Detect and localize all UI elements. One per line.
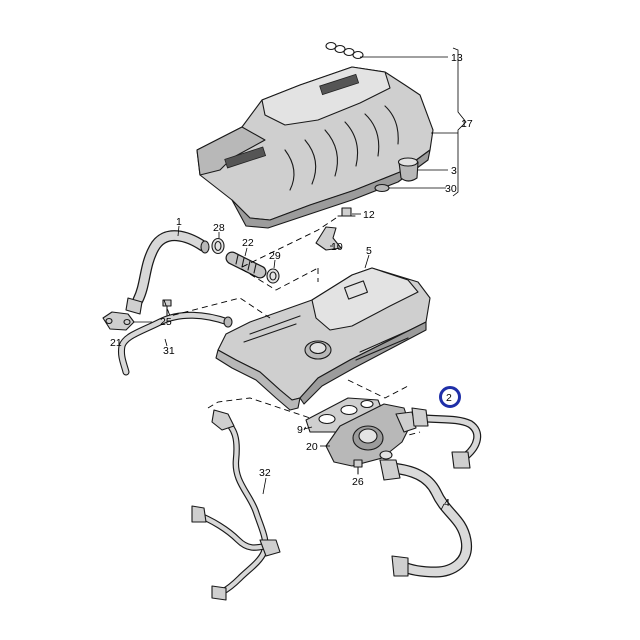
- callout-labels: 13 17 3 30 12 10 1 28 22 29 5 25 21 31 2…: [110, 52, 473, 509]
- callout-25: 25: [160, 316, 172, 328]
- part-1-breather-hose: [125, 230, 210, 315]
- callout-10: 10: [331, 241, 343, 253]
- engine-cover: [196, 66, 434, 229]
- part-22-hose: [225, 251, 267, 279]
- callout-1: 1: [176, 216, 182, 228]
- part-21-flange: [102, 311, 135, 331]
- logo-badge-front: [224, 146, 267, 169]
- part-20-oil-separator: [325, 403, 417, 467]
- bracket-17: [452, 47, 467, 197]
- part-10-bracket: [315, 226, 342, 251]
- callout-31: 31: [163, 345, 175, 357]
- part-31-hose: [118, 311, 233, 376]
- part-5-valve-cover: [215, 267, 431, 411]
- part-29-clamp: [266, 268, 280, 284]
- part-28-clamp: [211, 237, 225, 255]
- callout-32: 32: [259, 467, 271, 479]
- part-25-bolt: [162, 299, 172, 317]
- callout-21: 21: [110, 337, 122, 349]
- callout-30: 30: [445, 183, 457, 195]
- callout-12: 12: [363, 209, 375, 221]
- part-26-bolt: [353, 459, 363, 475]
- part-12-bolt: [337, 207, 361, 217]
- part-4-hose: [379, 459, 473, 578]
- callout-3: 3: [451, 165, 457, 177]
- callout-29: 29: [269, 250, 281, 262]
- callout-28: 28: [213, 222, 225, 234]
- callout-2: 2: [446, 392, 452, 404]
- part-30-washer: [374, 183, 390, 193]
- callout-5: 5: [366, 245, 372, 257]
- logo-badge-top: [319, 73, 360, 96]
- callout-17: 17: [461, 118, 473, 130]
- part-13-rings: [325, 41, 364, 60]
- callout-9: 9: [297, 424, 303, 436]
- part-3-grommet: [397, 157, 419, 182]
- callout-13: 13: [451, 52, 463, 64]
- callout-4: 4: [444, 497, 450, 509]
- part-32-hose: [191, 409, 281, 601]
- part-2-hose: [411, 407, 482, 469]
- callout-26: 26: [352, 476, 364, 488]
- callout-20: 20: [306, 441, 318, 453]
- callout-22: 22: [242, 237, 254, 249]
- highlight-circle-2: [439, 386, 461, 408]
